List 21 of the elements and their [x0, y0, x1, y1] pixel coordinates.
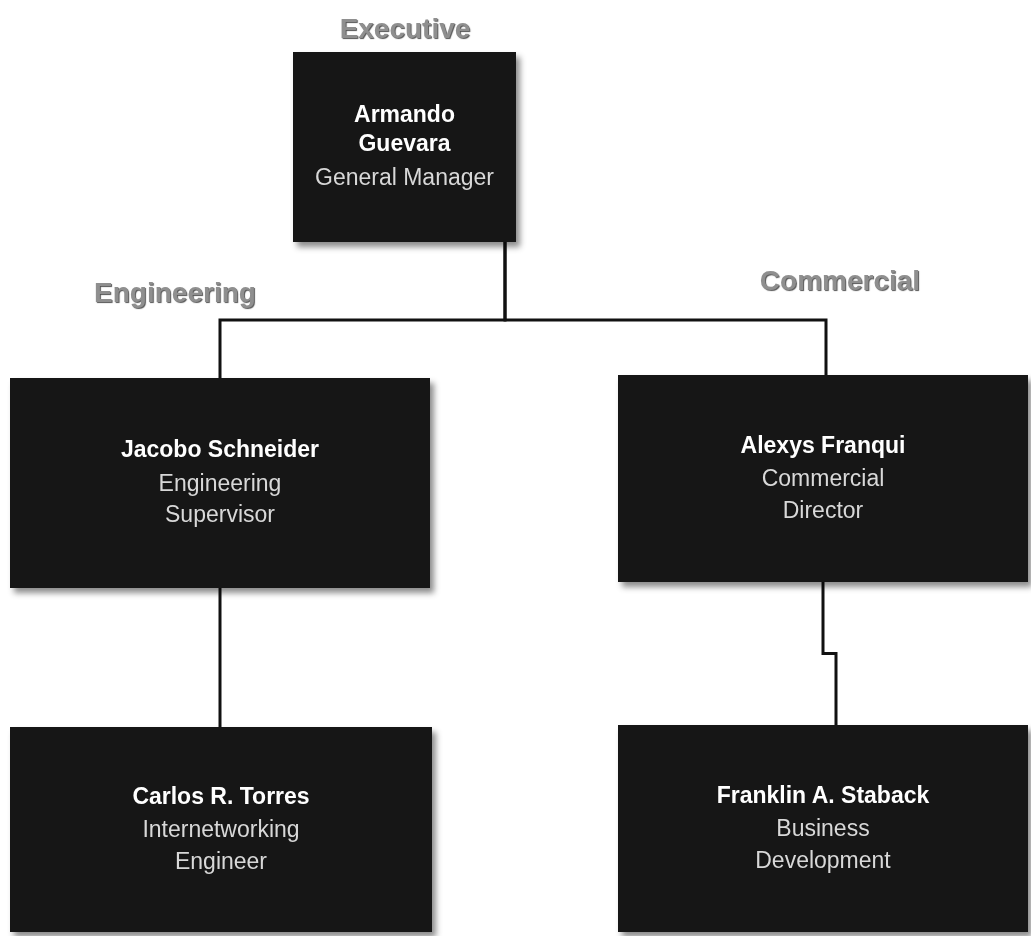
person-name: Armando Guevara [353, 100, 456, 158]
position-box [10, 727, 432, 932]
job-title: Commercial Director [760, 464, 886, 525]
job-title: Engineering Supervisor [157, 468, 283, 530]
department-heading: Commercial [758, 264, 922, 298]
position-box [10, 378, 430, 588]
connector-line [218, 588, 222, 727]
position-box [293, 52, 516, 242]
person-name: Franklin A. Staback [716, 780, 930, 810]
job-title: General Manager [315, 162, 494, 192]
department-heading: Engineering [93, 276, 257, 310]
connector-line [821, 582, 838, 725]
position-box [618, 725, 1028, 932]
person-name: Carlos R. Torres [132, 781, 310, 811]
person-name: Jacobo Schneider [120, 435, 320, 464]
person-name: Alexys Franqui [740, 430, 906, 460]
position-box [618, 375, 1028, 582]
department-heading: Executive [338, 12, 472, 46]
connector-line [503, 242, 828, 375]
job-title: Business Development [754, 814, 892, 875]
job-title: Internetworking Engineer [141, 815, 301, 876]
